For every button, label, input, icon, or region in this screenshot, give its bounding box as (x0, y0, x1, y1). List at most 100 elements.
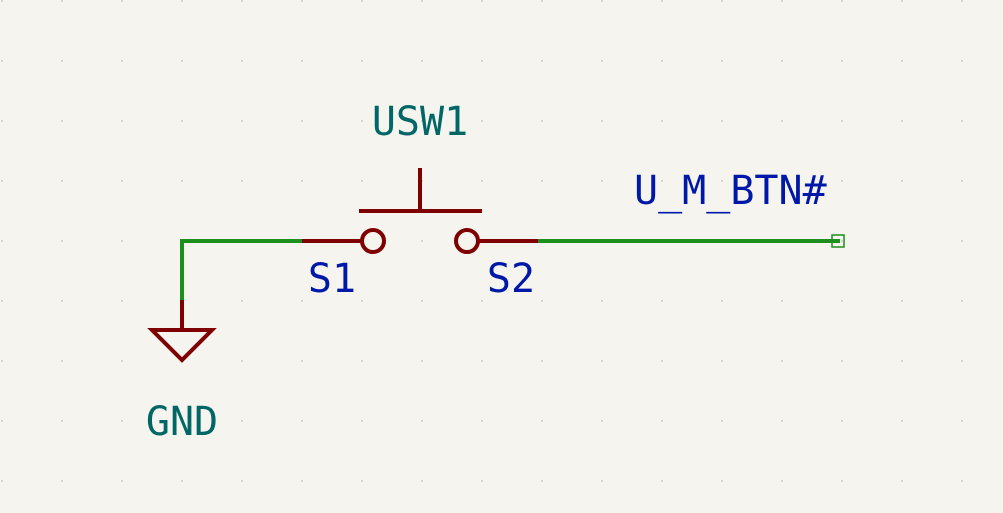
grid-dot (781, 180, 783, 182)
grid-dot (61, 420, 63, 422)
grid-dot (961, 420, 963, 422)
grid-dot (481, 420, 483, 422)
grid-dot (301, 360, 303, 362)
contact-s1 (360, 228, 386, 254)
grid-dot (661, 180, 663, 182)
grid-dot (421, 120, 423, 122)
net-label[interactable]: U_M_BTN# (634, 168, 827, 214)
grid-dot (181, 120, 183, 122)
grid-dot (541, 360, 543, 362)
grid-dot (121, 300, 123, 302)
grid-dot (1, 180, 3, 182)
grid-dot (781, 60, 783, 62)
grid-dot (361, 180, 363, 182)
grid-dot (661, 360, 663, 362)
grid-dot (301, 0, 303, 2)
grid-dot (121, 240, 123, 242)
grid-dot (901, 300, 903, 302)
grid-dot (361, 0, 363, 2)
grid-dot (1, 480, 3, 482)
grid-dot (841, 0, 843, 2)
pin-label-s1: S1 (308, 256, 356, 302)
gnd-symbol[interactable] (147, 300, 217, 363)
grid-dot (721, 300, 723, 302)
grid-dot (601, 480, 603, 482)
pin-label-s2: S2 (487, 256, 535, 302)
grid-dot (961, 120, 963, 122)
grid-dot (481, 480, 483, 482)
grid-dot (361, 360, 363, 362)
grid-dot (781, 360, 783, 362)
grid-dot (361, 300, 363, 302)
grid-dot (541, 180, 543, 182)
grid-dot (241, 120, 243, 122)
grid-dot (121, 60, 123, 62)
grid-dot (721, 60, 723, 62)
grid-dot (841, 240, 843, 242)
contact-s2 (454, 228, 480, 254)
grid-dot (781, 0, 783, 2)
grid-dot (541, 0, 543, 2)
grid-dot (841, 120, 843, 122)
grid-dot (1, 240, 3, 242)
grid-dot (721, 120, 723, 122)
grid-dot (601, 300, 603, 302)
grid-dot (121, 0, 123, 2)
grid-dot (61, 300, 63, 302)
grid-dot (61, 60, 63, 62)
grid-dot (181, 480, 183, 482)
grid-dot (961, 240, 963, 242)
grid-dot (901, 180, 903, 182)
grid-dot (181, 180, 183, 182)
grid-dot (301, 480, 303, 482)
grid-dot (541, 120, 543, 122)
grid-dot (1, 60, 3, 62)
grid-dot (901, 480, 903, 482)
grid-dot (61, 120, 63, 122)
grid-dot (481, 60, 483, 62)
grid-dot (661, 60, 663, 62)
grid-dot (901, 60, 903, 62)
grid-dot (181, 420, 183, 422)
grid-dot (841, 60, 843, 62)
grid-dot (121, 360, 123, 362)
grid-dot (1, 120, 3, 122)
grid-dot (481, 120, 483, 122)
grid-dot (1, 300, 3, 302)
grid-dot (601, 120, 603, 122)
net-label-anchor-icon[interactable] (831, 234, 845, 248)
component-reference[interactable]: USW1 (372, 99, 468, 145)
grid-dot (961, 180, 963, 182)
grid-dot (841, 480, 843, 482)
grid-dot (481, 180, 483, 182)
gnd-wire[interactable] (180, 239, 304, 302)
grid-dot (61, 0, 63, 2)
grid-dot (241, 360, 243, 362)
grid-dot (1, 420, 3, 422)
grid-dot (901, 0, 903, 2)
grid-dot (721, 360, 723, 362)
grid-dot (841, 420, 843, 422)
grid-dot (661, 480, 663, 482)
grid-dot (241, 60, 243, 62)
grid-dot (481, 300, 483, 302)
grid-dot (301, 60, 303, 62)
grid-dot (181, 60, 183, 62)
grid-dot (781, 120, 783, 122)
grid-dot (61, 180, 63, 182)
grid-dot (301, 420, 303, 422)
grid-dot (301, 120, 303, 122)
grid-dot (361, 60, 363, 62)
grid-dot (961, 0, 963, 2)
grid-dot (661, 120, 663, 122)
power-label[interactable]: GND (146, 399, 218, 445)
grid-dot (241, 420, 243, 422)
push-button-symbol[interactable] (302, 168, 538, 254)
grid-dot (1, 360, 3, 362)
grid-dot (661, 420, 663, 422)
grid-dot (961, 480, 963, 482)
grid-dot (721, 420, 723, 422)
grid-dot (541, 480, 543, 482)
grid-dot (841, 360, 843, 362)
